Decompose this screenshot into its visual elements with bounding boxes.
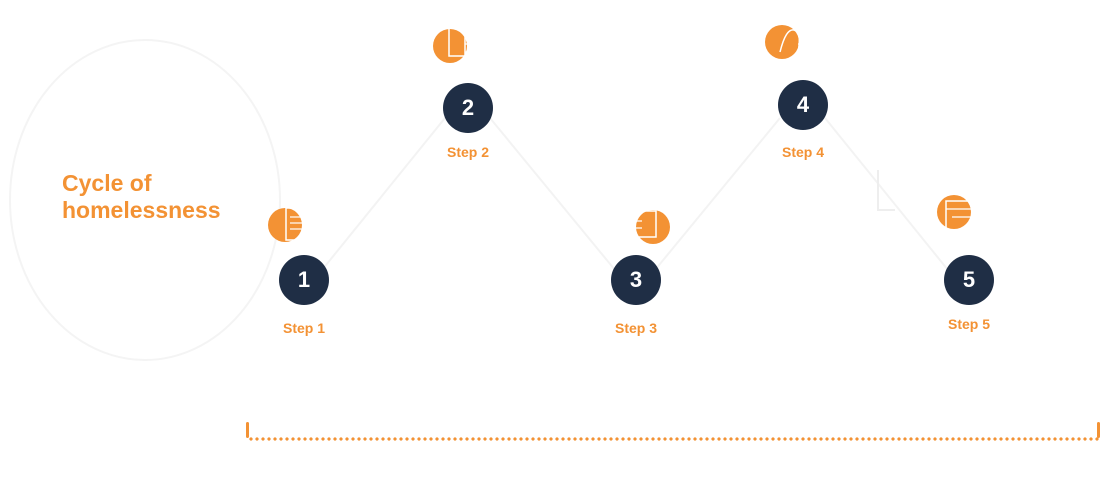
step-5-label: Step 5: [947, 316, 991, 332]
calendar-outline: [945, 200, 987, 232]
timeline-cap-left: [246, 422, 249, 438]
timeline-cap-right: [1097, 422, 1100, 438]
step-3-label: Step 3: [614, 320, 658, 336]
connector-3-4: [654, 117, 781, 271]
bracket-line: [877, 170, 895, 211]
step-1-label: Step 1: [282, 320, 326, 336]
cycle-circle: [9, 39, 281, 361]
step-3-node: 3: [611, 255, 661, 305]
step-2-node: 2: [443, 83, 493, 133]
connector-4-5: [824, 117, 949, 271]
medical-icon: [765, 25, 799, 59]
id-card-icon: [636, 210, 670, 244]
diagram-title: Cycle of homelessness: [62, 170, 221, 224]
step-4-label: Step 4: [781, 144, 825, 160]
id-card-outline: [617, 210, 657, 238]
step-4-node: 4: [778, 80, 828, 130]
title-line-2: homelessness: [62, 197, 221, 223]
medical-outline: [779, 29, 818, 53]
step-1-node: 1: [279, 255, 329, 305]
timeline-dotted-line: [248, 437, 1100, 441]
document-icon: [268, 208, 302, 242]
step-5-node: 5: [944, 255, 994, 305]
title-line-1: Cycle of: [62, 170, 152, 196]
connector-2-3: [489, 117, 616, 271]
document-outline: [285, 207, 307, 241]
connector-1-2: [321, 117, 446, 271]
step-2-label: Step 2: [446, 144, 490, 160]
building-icon: [433, 29, 467, 63]
building-outline: [448, 25, 489, 57]
